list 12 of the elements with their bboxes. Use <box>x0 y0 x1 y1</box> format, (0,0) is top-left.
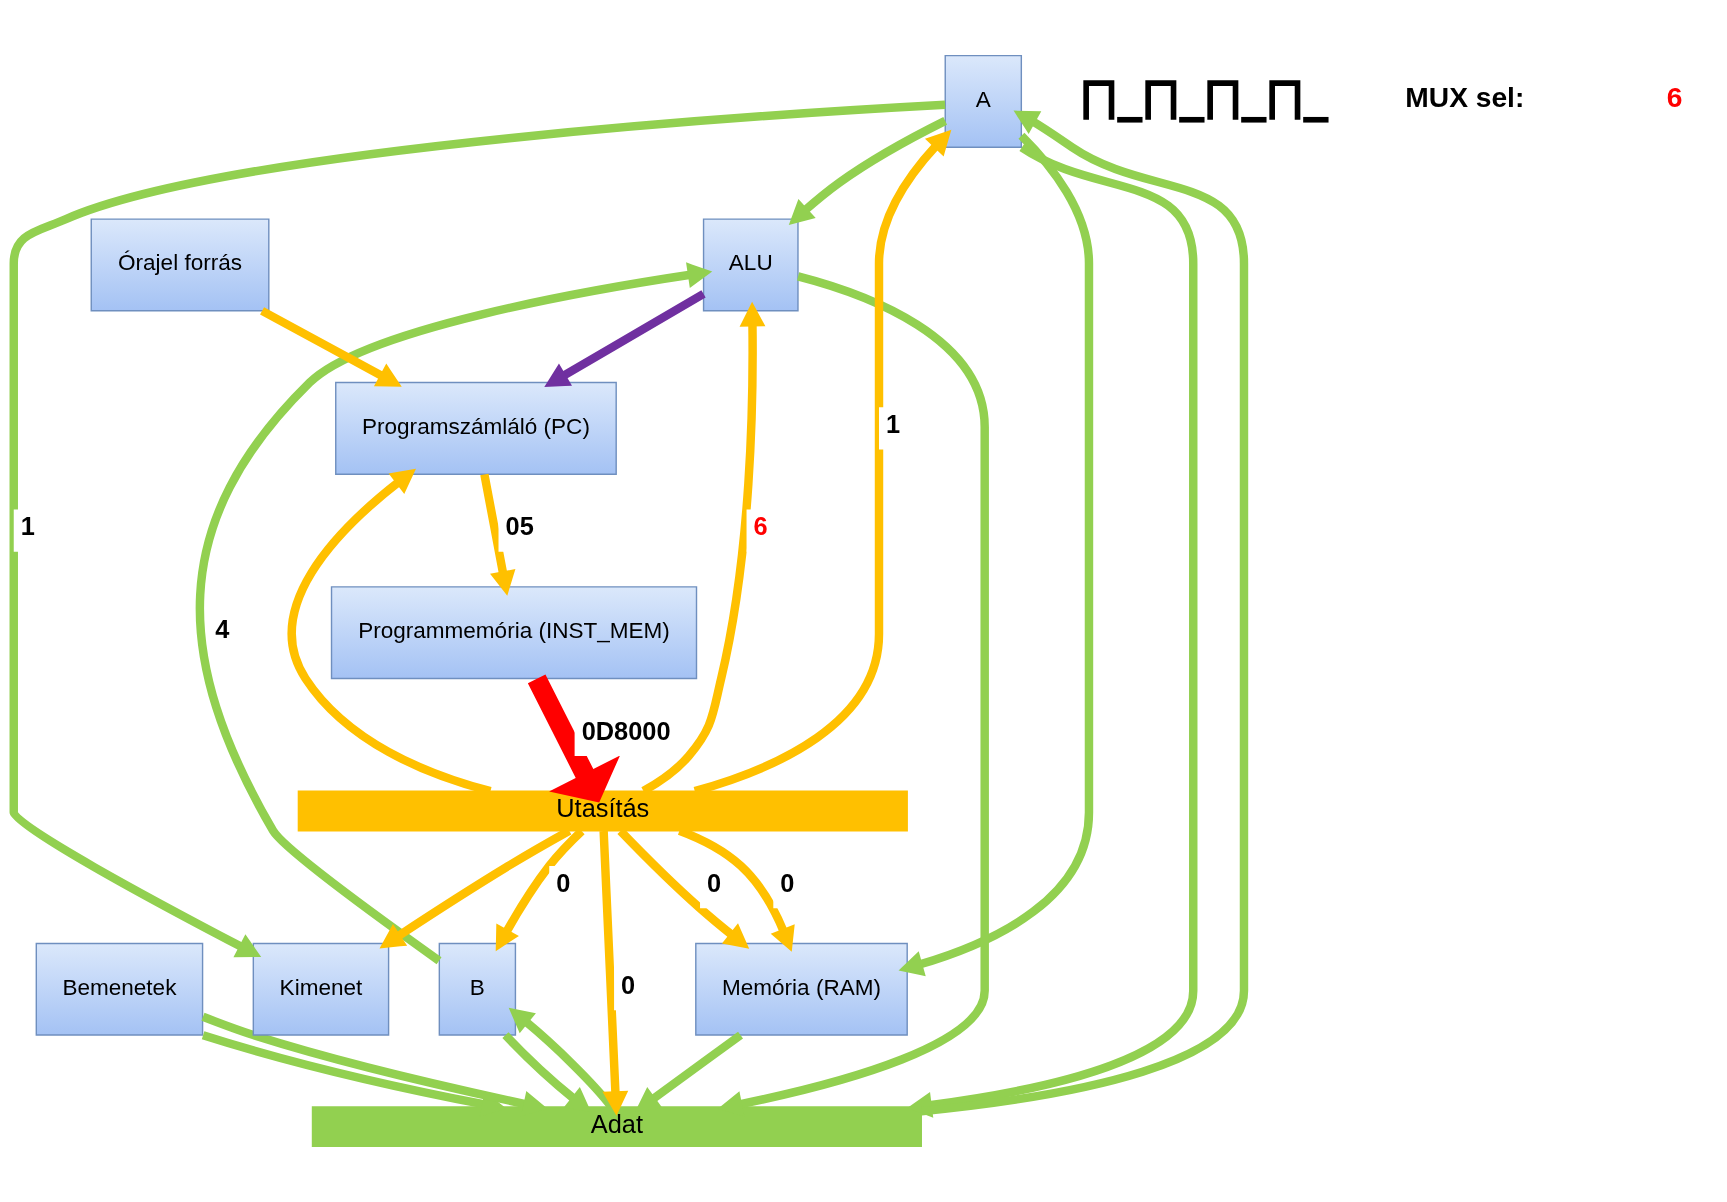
edge-label: 0 <box>621 971 636 1000</box>
edge-label: 4 <box>215 614 230 643</box>
label: MUX sel: <box>1405 81 1525 114</box>
edge-label: 1 <box>20 512 35 541</box>
edge-label: 1 <box>886 410 901 439</box>
edge-label: 0 <box>707 868 722 897</box>
edge-label: 05 <box>505 512 534 541</box>
label: 6 <box>1666 81 1683 114</box>
edge-label: 0 <box>780 868 795 897</box>
edge-label: 0 <box>556 868 571 897</box>
edge-label: 0D8000 <box>581 716 671 745</box>
edge-label: 6 <box>753 512 768 541</box>
